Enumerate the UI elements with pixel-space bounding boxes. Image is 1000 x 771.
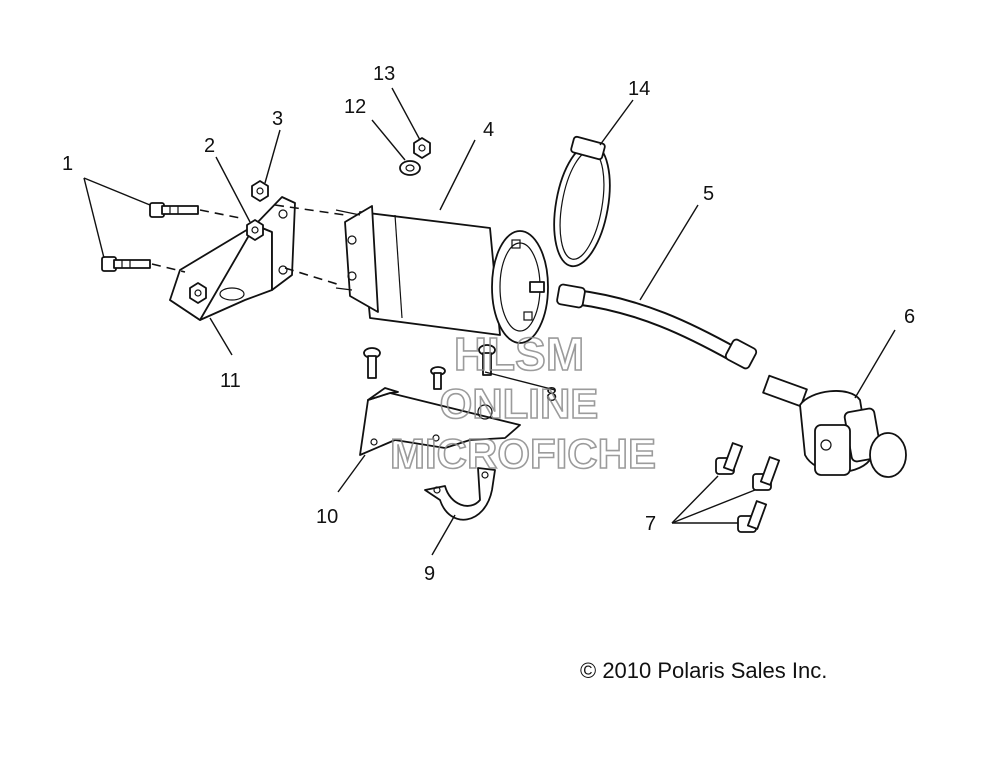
nut-part-2 — [246, 219, 264, 241]
screw-part-8-c — [478, 344, 496, 376]
hose-clamp-part-14 — [553, 135, 611, 268]
watermark-line-2: ONLINE — [440, 380, 599, 427]
nut-on-bracket — [189, 282, 207, 304]
callout-1: 1 — [62, 153, 73, 175]
cap-screw-part-7-c — [737, 500, 768, 533]
callout-13: 13 — [373, 63, 395, 85]
clamp-strap-part-9 — [424, 467, 496, 521]
cap-screw-part-7-b — [752, 456, 781, 491]
callout-14: 14 — [628, 78, 650, 100]
callout-8: 8 — [546, 384, 557, 406]
drive-assembly-part-6 — [762, 374, 907, 478]
cap-screw-part-7-a — [715, 442, 744, 475]
nut-part-13 — [413, 137, 431, 159]
shield-bracket-part-10 — [359, 387, 521, 456]
callout-6: 6 — [904, 306, 915, 328]
callout-2: 2 — [204, 135, 215, 157]
callout-3: 3 — [272, 108, 283, 130]
bolt-part-1-lower — [101, 256, 151, 272]
alignment-line-lower — [284, 267, 341, 286]
callout-9: 9 — [424, 563, 435, 585]
callout-4: 4 — [483, 119, 494, 141]
washer-part-12 — [399, 160, 421, 176]
alignment-line-bolt-lower — [151, 263, 186, 273]
alignment-line-upper — [274, 204, 346, 216]
screw-part-8-b — [430, 366, 446, 390]
bolt-part-1-upper — [149, 202, 199, 218]
callout-12: 12 — [344, 96, 366, 118]
callout-11: 11 — [220, 370, 241, 392]
starter-motor-part-4 — [335, 205, 549, 344]
nut-part-3 — [251, 180, 269, 202]
leader-lines — [83, 87, 896, 556]
callout-5: 5 — [703, 183, 714, 205]
alignment-line-bolt-upper — [199, 209, 241, 219]
mounting-bracket-part-11 — [169, 196, 296, 321]
watermark-line-3: MICROFICHE — [390, 430, 656, 477]
watermark-line-1: HLSM — [454, 328, 584, 380]
copyright-notice: © 2010 Polaris Sales Inc. — [580, 658, 827, 683]
callout-10: 10 — [316, 506, 338, 528]
callout-7: 7 — [645, 513, 656, 535]
screw-part-8-a — [363, 347, 381, 379]
cable-part-5 — [556, 283, 758, 370]
